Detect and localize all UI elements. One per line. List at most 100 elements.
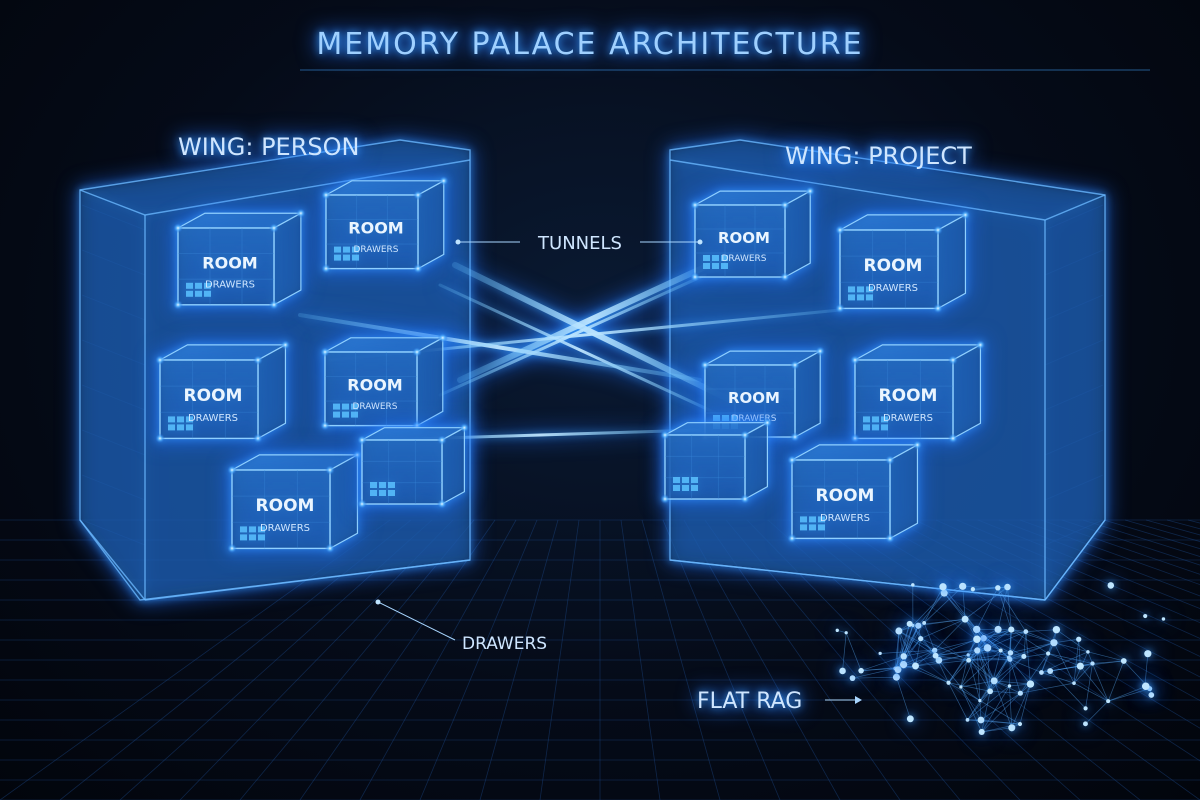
rag-edge [1092,663,1109,702]
rag-edge [918,592,945,626]
rag-edge [1048,653,1093,664]
rag-node [932,652,939,659]
room-label: ROOM [728,389,780,407]
rag-edge [1010,629,1012,653]
rag-edge [918,618,966,627]
drawer-icon [333,411,340,418]
rag-edge [960,686,981,701]
corner-node [437,435,447,445]
rag-edge [944,587,998,594]
rag-edge [898,630,936,656]
rag-node [1086,650,1090,654]
rag-node [966,657,972,663]
rag-edge [1092,660,1124,664]
rag-edge [852,676,897,679]
drawer-icon [258,526,265,533]
rag-node [970,587,976,592]
drawer-icon [195,290,202,297]
rag-node [1106,699,1111,704]
drawer-icon [186,424,193,431]
rag-edge [980,719,1021,725]
rag-node [894,666,902,674]
drawer-icon [195,282,202,289]
rag-edge [960,650,1001,688]
rag-edge [903,625,914,657]
room-drawers-label: DRAWERS [353,245,398,255]
drawers-annotation: DRAWERS [375,599,547,654]
corner-node [357,435,367,445]
tunnels-label: TUNNELS [537,233,622,254]
rag-edge [968,650,1001,656]
rag-node [1083,706,1088,711]
rag-node [835,628,839,632]
rag-edge [920,638,969,661]
rag-edge [897,623,910,670]
drawer-icon [186,290,193,297]
rag-edge [976,629,1010,658]
room-front-face [324,351,418,427]
corner-node [787,455,797,465]
drawer-icon [334,254,341,261]
rag-node [839,667,846,675]
drawer-icon [258,534,265,541]
rag-edge [976,629,1001,651]
rag-node [906,715,914,723]
corner-node [740,430,750,440]
drawer-icon [249,526,256,533]
corner-node [787,533,797,544]
rag-node [939,583,947,591]
corner-node [690,200,700,210]
rag-edge [1073,639,1080,684]
rag-edge [960,680,995,688]
drawer-icon [370,490,377,496]
rag-node [940,589,948,597]
rag-node [998,648,1003,653]
rag-node [911,583,915,587]
drawer-icon [866,294,873,301]
corner-node [227,465,237,475]
rag-node [980,635,987,642]
rag-edge [880,649,935,654]
drawer-icon [712,263,719,269]
corner-node [660,430,670,440]
rag-node [946,680,951,685]
drawer-icon [343,246,350,253]
rag-edge [1080,660,1124,667]
rag-edge [861,668,896,672]
rag-edge [1025,631,1031,685]
rag-edge [972,586,1008,590]
rag-node [983,644,992,652]
room-label: ROOM [256,496,315,516]
room-label: ROOM [202,253,257,272]
drawer-icon [721,263,728,269]
corner-node [933,225,943,235]
flat-rag-annotation: FLAT RAG [697,689,862,714]
rag-node [994,625,1002,633]
rag-edge [1053,638,1079,644]
rag-edge [915,665,949,684]
corner-node [835,225,845,235]
corner-node [320,420,330,431]
rag-edge [1085,663,1093,709]
floor-grid [0,204,1200,800]
room-label: ROOM [879,386,938,406]
corner-node [155,355,165,365]
rag-node [1026,680,1035,688]
rag-edge [942,586,977,630]
drawer-icon [703,255,710,261]
rag-node [1076,636,1082,642]
rag-node [1144,650,1152,658]
drawer-icon [352,246,359,253]
flat-rag-network [835,582,1166,735]
rag-edge [898,630,916,667]
wing-person-label: WING: PERSON [178,133,359,161]
drawer-icon [388,482,395,488]
rag-edge [948,650,978,683]
rag-node [973,625,981,634]
drawer-icon [186,282,193,289]
rag-node [922,621,927,625]
drawer-icon [333,403,340,410]
